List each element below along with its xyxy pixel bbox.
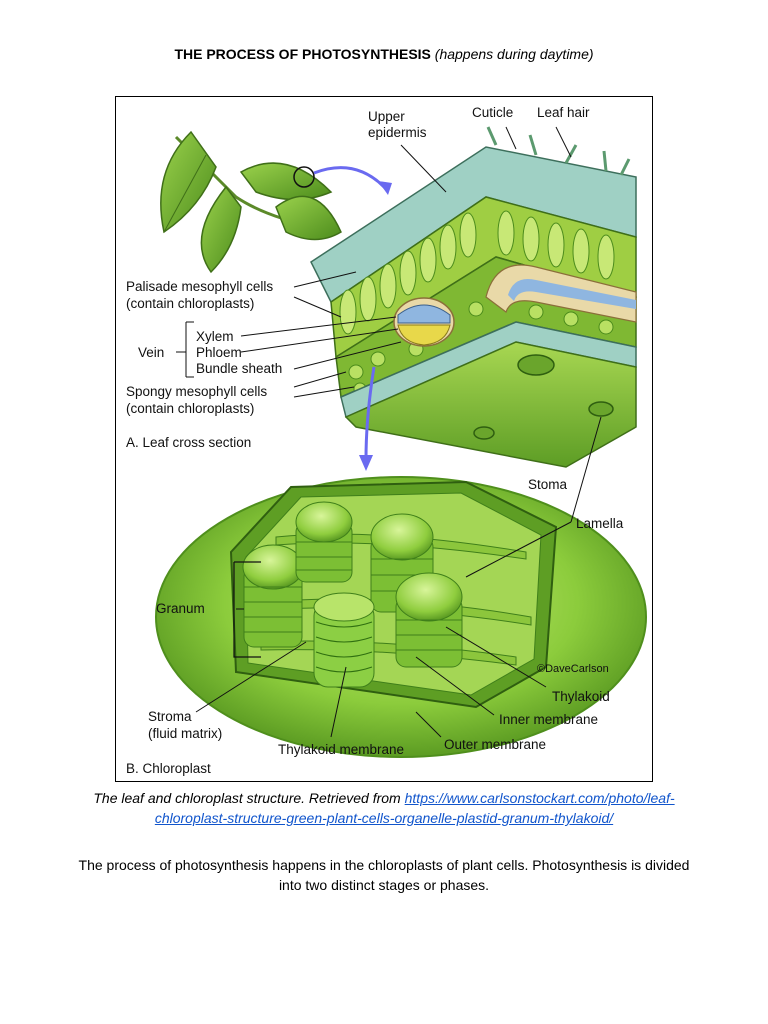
body-paragraph: The process of photosynthesis happens in…: [40, 855, 728, 895]
label-section-b: B. Chloroplast: [126, 761, 211, 776]
label-palisade-1: Palisade mesophyll cells: [126, 279, 273, 294]
label-upper-epidermis-2: epidermis: [368, 125, 427, 140]
label-cuticle: Cuticle: [472, 105, 513, 120]
label-stroma-1: Stroma: [148, 709, 192, 724]
label-inner-membrane: Inner membrane: [499, 712, 598, 727]
leaf-cross-section-block: [310, 126, 637, 468]
figure-caption: The leaf and chloroplast structure. Retr…: [60, 788, 708, 828]
figure-illustration: Upper epidermis Cuticle Leaf hair Palisa…: [126, 105, 647, 776]
granum-stack-top: [295, 501, 353, 583]
label-xylem: Xylem: [196, 329, 234, 344]
granum-stack-cutaway: [313, 592, 375, 688]
label-vein: Vein: [138, 345, 164, 360]
label-thylakoid: Thylakoid: [552, 689, 610, 704]
label-credit: ©DaveCarlson: [537, 663, 609, 675]
label-granum: Granum: [156, 601, 205, 616]
granum-stack-left: [242, 544, 304, 648]
label-phloem: Phloem: [196, 345, 242, 360]
caption-link-line2[interactable]: chloroplast-structure-green-plant-cells-…: [154, 810, 614, 826]
label-palisade-2: (contain chloroplasts): [126, 296, 254, 311]
label-leaf-hair: Leaf hair: [537, 105, 590, 120]
label-stroma-2: (fluid matrix): [148, 726, 222, 741]
leader-lines: [176, 126, 602, 738]
caption-text: The leaf and chloroplast structure. Retr…: [93, 790, 405, 806]
title-bold: THE PROCESS OF PHOTOSYNTHESIS: [174, 46, 431, 62]
page-title: THE PROCESS OF PHOTOSYNTHESIS (happens d…: [0, 46, 768, 62]
label-spongy-2: (contain chloroplasts): [126, 401, 254, 416]
down-arrow-icon: [359, 366, 376, 471]
granum-stack-front: [395, 572, 463, 668]
label-thylakoid-membrane: Thylakoid membrane: [278, 742, 404, 757]
label-stoma: Stoma: [528, 477, 568, 492]
caption-link-line1[interactable]: https://www.carlsonstockart.com/photo/le…: [404, 790, 675, 806]
chloroplast-illustration: [155, 476, 647, 758]
label-upper-epidermis-1: Upper: [368, 109, 405, 124]
title-italic: (happens during daytime): [434, 46, 594, 62]
paragraph-line2: into two distinct stages or phases.: [278, 877, 490, 893]
label-section-a: A. Leaf cross section: [126, 435, 251, 450]
leaf-sprig-icon: [160, 130, 392, 274]
label-lamella: Lamella: [576, 516, 624, 531]
label-outer-membrane: Outer membrane: [444, 737, 546, 752]
label-spongy-1: Spongy mesophyll cells: [126, 384, 267, 399]
paragraph-line1: The process of photosynthesis happens in…: [78, 857, 690, 873]
leaf-chloroplast-figure: Upper epidermis Cuticle Leaf hair Palisa…: [115, 96, 653, 782]
label-bundle-sheath: Bundle sheath: [196, 361, 282, 376]
